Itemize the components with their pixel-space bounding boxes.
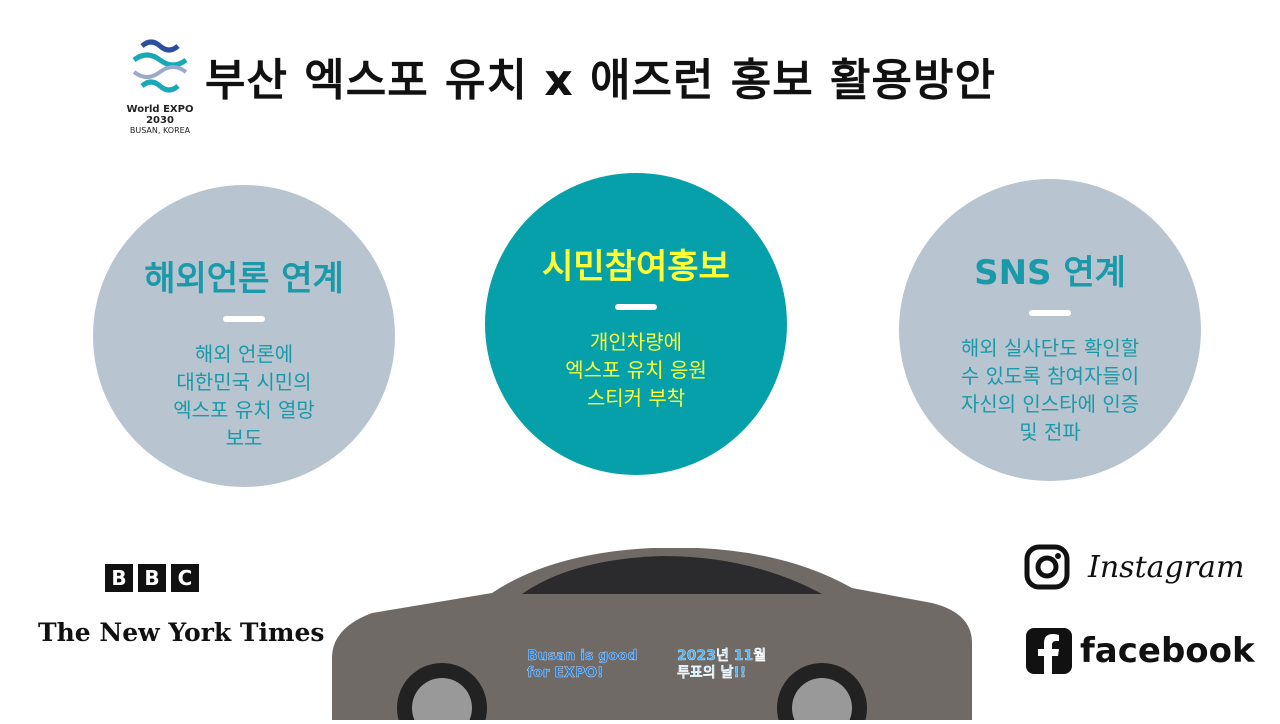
circle-citizen-promo: 시민참여홍보 개인차량에 엑스포 유치 응원 스티커 부착 xyxy=(485,173,787,475)
car-sticker-date: 2023년 11월 투표의 날!! xyxy=(677,648,767,681)
circle-sns: SNS 연계 해외 실사단도 확인할 수 있도록 참여자들이 자신의 인스타에 … xyxy=(899,179,1201,481)
logo-line1: World EXPO 2030 xyxy=(126,104,194,126)
logo-line2: BUSAN, KOREA xyxy=(129,126,191,135)
expo-logo: World EXPO 2030 BUSAN, KOREA xyxy=(115,36,205,135)
car-image: Busan is good for EXPO! 2023년 11월 투표의 날!… xyxy=(322,547,972,724)
facebook-logo: facebook xyxy=(1026,628,1255,674)
circle-body: 해외 실사단도 확인할 수 있도록 참여자들이 자신의 인스타에 인증 및 전파 xyxy=(960,336,1140,444)
facebook-label: facebook xyxy=(1080,631,1255,671)
instagram-label: Instagram xyxy=(1088,549,1245,585)
instagram-logo: Instagram xyxy=(1024,544,1244,590)
circle-heading: 시민참여홍보 xyxy=(542,247,730,287)
instagram-icon xyxy=(1024,544,1070,590)
divider xyxy=(615,304,657,310)
expo-wave-icon xyxy=(132,39,188,93)
circle-body: 해외 언론에 대한민국 시민의 엑스포 유치 열망 보도 xyxy=(173,342,315,450)
car-sticker-slogan: Busan is good for EXPO! xyxy=(527,648,638,681)
bbc-letter: B xyxy=(138,564,166,592)
facebook-icon xyxy=(1026,628,1072,674)
circle-heading: 해외언론 연계 xyxy=(144,259,344,299)
divider xyxy=(1029,310,1071,316)
page-title: 부산 엑스포 유치 x 애즈런 홍보 활용방안 xyxy=(205,55,996,106)
divider xyxy=(223,316,265,322)
circle-foreign-media: 해외언론 연계 해외 언론에 대한민국 시민의 엑스포 유치 열망 보도 xyxy=(93,185,395,487)
bbc-letter: B xyxy=(105,564,133,592)
bbc-letter: C xyxy=(171,564,199,592)
circle-body: 개인차량에 엑스포 유치 응원 스티커 부착 xyxy=(565,330,707,410)
bbc-logo: B B C xyxy=(105,564,199,592)
nyt-logo: The New York Times xyxy=(38,618,325,647)
circle-heading: SNS 연계 xyxy=(974,253,1126,293)
